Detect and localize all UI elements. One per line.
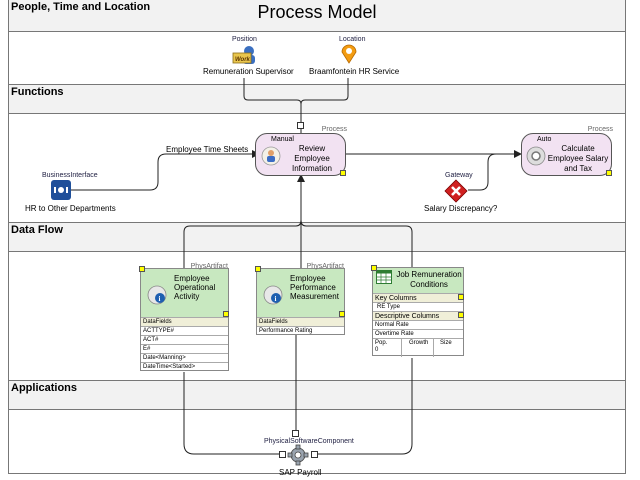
gateway-label: Salary Discrepancy? [424,204,498,213]
artifact2-field: Performance Rating [257,326,344,335]
wire-timesheets [64,153,252,191]
artifact-employee-performance-measurement[interactable]: PhysArtifact i Employee Performance Meas… [255,263,345,335]
component-port-right[interactable] [311,451,318,458]
component-port-top[interactable] [292,430,299,437]
disc-info-icon: i [147,285,167,305]
review-type: Process [321,126,347,133]
artifact1-marker [223,311,229,317]
artifact1-port [139,266,145,272]
junction-port[interactable] [297,122,304,129]
lane-title-people: People, Time and Location [11,1,151,13]
key-columns-header: Key Columns [373,293,463,302]
table-name: Job Remuneration Conditions [396,270,462,289]
artifact2-section: DataFields [257,317,344,326]
artifact1-type: PhysArtifact [190,263,228,270]
artifact1-field: ACT# [141,335,228,344]
lane-title-applications: Applications [11,382,78,394]
artifact1-field: ACTTYPE# [141,326,228,335]
review-stereotype: Manual [271,136,294,143]
manual-person-icon [261,146,281,166]
position-icon[interactable]: Work [232,44,258,66]
location-label: Braamfontein HR Service [309,67,400,76]
artifact2-port [255,266,261,272]
key-column: RE Type [373,302,463,311]
artifact1-name: Employee Operational Activity [174,274,216,301]
component-port-left[interactable] [279,451,286,458]
component-stereotype: PhysicalSoftwareComponent [264,438,354,445]
review-name: Review Employee Information [291,144,333,173]
position-stereotype: Position [232,36,257,43]
artifact1-field: DateTime<Started> [141,362,228,371]
wire-position-to-function [243,78,302,122]
lane-title-dataflow: Data Flow [11,224,63,236]
disc-info-icon: i [263,285,283,305]
table-port [371,265,377,271]
lane-header-dataflow[interactable]: Data Flow [9,222,625,252]
svg-text:i: i [159,295,161,303]
lane-title-functions: Functions [11,86,64,98]
component-gear-icon[interactable] [286,444,310,466]
calc-marker [606,170,612,176]
stat-size: Size [440,340,452,346]
position-label: Remuneration Supervisor [203,67,294,76]
bi-stereotype: BusinessInterface [42,172,98,179]
desc-marker [458,312,464,318]
location-pin-icon[interactable] [339,43,359,65]
lane-header-applications[interactable]: Applications [9,380,625,410]
artifact2-marker [339,311,345,317]
calc-stereotype: Auto [537,136,552,143]
page-title: Process Model [257,2,377,22]
gateway-x-icon[interactable] [444,179,468,203]
stat-pop: Pop. [375,340,388,346]
stat-pop-value: 0 [375,347,379,353]
business-interface-icon[interactable] [50,179,72,201]
process-calculate-salary[interactable]: Auto Process Calculate Employee Salary a… [521,126,613,176]
wire-location-to-function [300,78,349,105]
lane-header-people[interactable]: People, Time and Location Process Model [9,0,625,32]
descriptive-columns-header: Descriptive Columns [373,311,463,320]
gear-icon [526,146,546,166]
location-stereotype: Location [339,36,366,43]
bi-label: HR to Other Departments [25,204,116,213]
gateway-stereotype: Gateway [445,172,473,179]
table-job-remuneration-conditions[interactable]: Job Remuneration Conditions Key Columns … [371,265,464,357]
artifact1-field: Date<Manning> [141,353,228,362]
table-grid-icon [376,270,392,284]
artifact1-section: DataFields [141,317,228,326]
process-review-employee-information[interactable]: Manual Process Review Employee Informati… [255,126,347,176]
flow-label-timesheets: Employee Time Sheets [166,145,249,154]
key-marker [458,294,464,300]
table-stats-row: Pop. 0 Growth Size [373,338,463,357]
component-name: SAP Payroll [279,468,322,477]
artifact1-field: E# [141,344,228,353]
svg-text:i: i [275,295,277,303]
desc-column: Normal Rate [373,320,463,329]
desc-column: Overtime Rate [373,329,463,338]
calc-type: Process [587,126,613,133]
artifact2-type: PhysArtifact [306,263,344,270]
artifact-employee-operational-activity[interactable]: PhysArtifact i Employee Operational Acti… [139,263,229,371]
stat-growth: Growth [409,340,429,346]
lane-header-functions[interactable]: Functions [9,84,625,114]
work-text: Work [235,57,251,63]
review-marker [340,170,346,176]
artifact2-name: Employee Performance Measurement [290,274,339,301]
calc-name: Calculate Employee Salary and Tax [547,144,609,173]
